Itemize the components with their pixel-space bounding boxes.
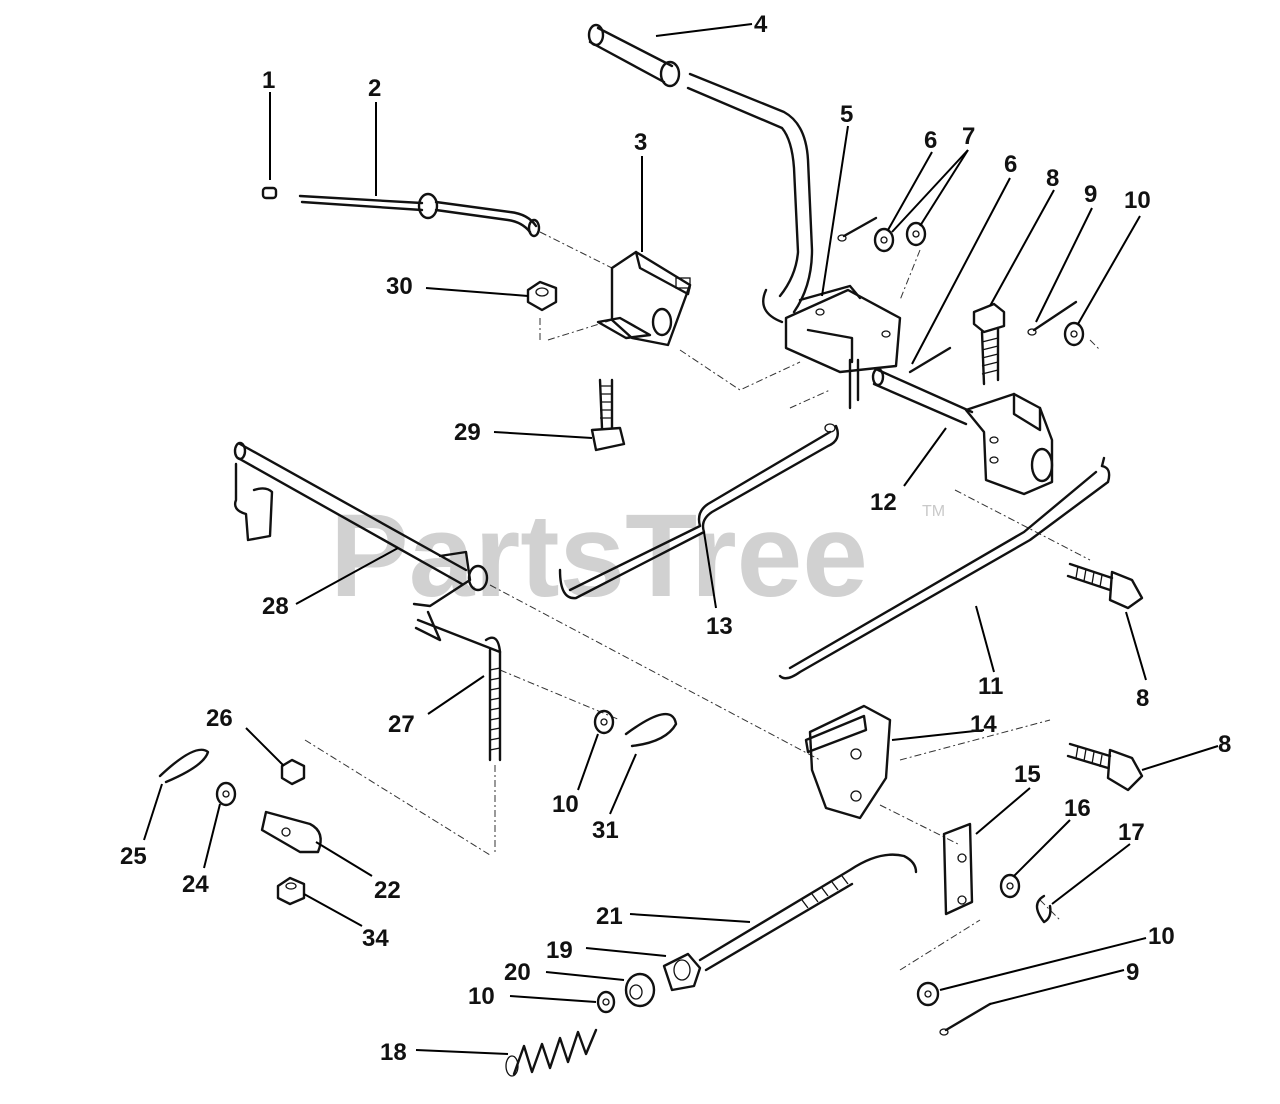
part-25-hairpin [158,748,210,784]
part-8-bolt-vertical [972,302,1006,386]
callout-29: 29 [454,419,481,446]
part-19-spacer [662,952,702,992]
part-31-hairpin [624,712,678,748]
callout-34: 34 [362,925,389,952]
part-6-pin-upper [837,216,878,242]
callout-9-lower: 9 [1126,959,1139,986]
part-26-nut [280,758,306,786]
part-12-shaft [871,367,1054,496]
part-9-pin-upper [1027,300,1078,336]
callout-16: 16 [1064,795,1091,822]
part-16-washer [999,873,1021,899]
callout-9-upper: 9 [1084,181,1097,208]
callout-6-lower: 6 [1004,151,1017,178]
callout-26: 26 [206,705,233,732]
callout-5: 5 [840,101,853,128]
part-27-eyebolt [414,610,502,762]
callout-28: 28 [262,593,289,620]
part-20-bushing [624,972,656,1008]
callout-6-upper: 6 [924,127,937,154]
callout-18: 18 [380,1039,407,1066]
callout-27: 27 [388,711,415,738]
callout-13: 13 [706,613,733,640]
part-7-washers [873,221,927,253]
watermark-trademark: TM [922,503,945,520]
part-21-threaded-rod [698,853,918,972]
callout-21: 21 [596,903,623,930]
part-10-washer-middle [593,709,615,735]
part-8-bolt-lower [1066,742,1144,792]
part-14-bracket [804,704,892,820]
callout-8-upper: 8 [1046,165,1059,192]
callout-19: 19 [546,937,573,964]
callout-10-upper: 10 [1124,187,1151,214]
part-24-washer [215,781,237,807]
leader-lines [143,23,1219,1055]
part-30-nut [526,280,558,312]
part-6-pin-lower [908,346,952,374]
callout-4: 4 [754,11,768,38]
callout-22: 22 [374,877,401,904]
callout-10-middle: 10 [552,791,579,818]
part-15-bracket [942,822,974,916]
callout-8-lower: 8 [1218,731,1231,758]
callout-30: 30 [386,273,413,300]
callout-2: 2 [368,75,381,102]
callout-14: 14 [970,711,997,738]
callout-17: 17 [1118,819,1145,846]
callout-15: 15 [1014,761,1041,788]
part-3-bracket [596,250,692,347]
part-13-rod [558,423,839,600]
watermark-text: PartsTree [330,490,868,622]
callout-12: 12 [870,489,897,516]
callout-10-lower: 10 [468,983,495,1010]
part-4-handle-grip [587,23,681,88]
part-9-pin-lower [939,1002,992,1036]
part-10-washer-lower [596,990,616,1014]
part-10-washer-right [916,981,940,1007]
part-22-ferrule [260,810,322,854]
part-11-rod [778,456,1111,680]
part-2-rod [298,192,541,238]
callout-20: 20 [504,959,531,986]
part-29-bolt [590,378,626,452]
part-1-nut [261,186,278,200]
part-17-clip [1035,894,1052,924]
callout-7: 7 [962,123,975,150]
part-18-spring [505,1028,598,1077]
callout-8-middle: 8 [1136,685,1149,712]
part-34-nut [276,876,306,906]
callout-3: 3 [634,129,647,156]
callout-11: 11 [978,673,1003,700]
part-10-washer-upper [1063,321,1085,347]
part-5-shift-lever [686,72,902,410]
part-28-cross-shaft [233,441,489,608]
callout-24: 24 [182,871,209,898]
callout-1: 1 [262,67,275,94]
callout-31: 31 [592,817,619,844]
callout-25: 25 [120,843,147,870]
callout-labels: 1 2 3 4 5 6 7 6 8 9 10 30 29 12 28 13 11… [120,11,1231,1066]
callout-10-right: 10 [1148,923,1175,950]
part-8-bolt-right [1066,562,1144,610]
